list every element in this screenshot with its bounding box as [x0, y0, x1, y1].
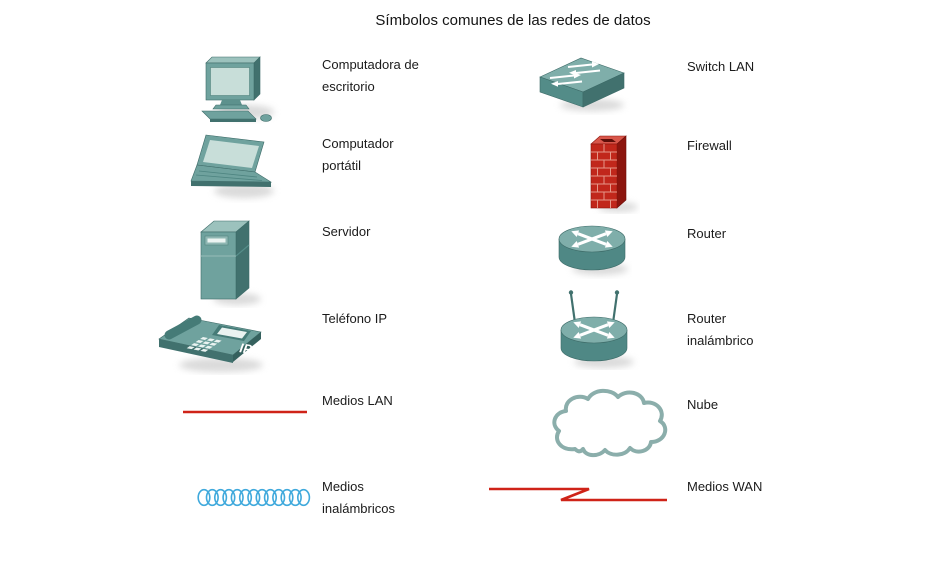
lan-media-icon	[180, 404, 310, 420]
router-icon	[550, 219, 632, 279]
lan-switch-icon	[534, 49, 630, 115]
legend-label-server: Servidor	[322, 224, 371, 239]
ip-badge-text: IP	[239, 340, 254, 357]
diagram-title: Símbolos comunes de las redes de datos	[375, 12, 651, 29]
laptop-icon	[182, 131, 282, 203]
wan-media-icon	[486, 481, 671, 509]
legend-label-laptop: Computador portátil	[322, 136, 394, 173]
wireless-media-icon	[196, 487, 312, 508]
firewall-icon	[578, 130, 640, 214]
legend-label-switch: Switch LAN	[687, 59, 755, 74]
legend-label-firewall: Firewall	[687, 138, 732, 153]
desktop-computer-icon	[192, 50, 282, 124]
legend-label-router: Router	[687, 226, 727, 241]
ip-phone-icon: IP	[155, 305, 277, 375]
legend-label-desktop: Computadora de escritorio	[322, 57, 419, 94]
legend-label-wireless-media: Medios inalámbricos	[322, 479, 395, 516]
legend-label-wan-media: Medios WAN	[687, 479, 763, 494]
legend-label-cloud: Nube	[687, 397, 719, 412]
legend-label-wireless-router: Router inalámbrico	[687, 311, 754, 348]
server-icon	[193, 216, 267, 308]
cloud-icon	[547, 385, 671, 469]
wireless-router-icon	[548, 284, 640, 370]
legend-label-ip-phone: Teléfono IP	[322, 311, 388, 326]
legend-label-lan-media: Medios LAN	[322, 393, 393, 408]
